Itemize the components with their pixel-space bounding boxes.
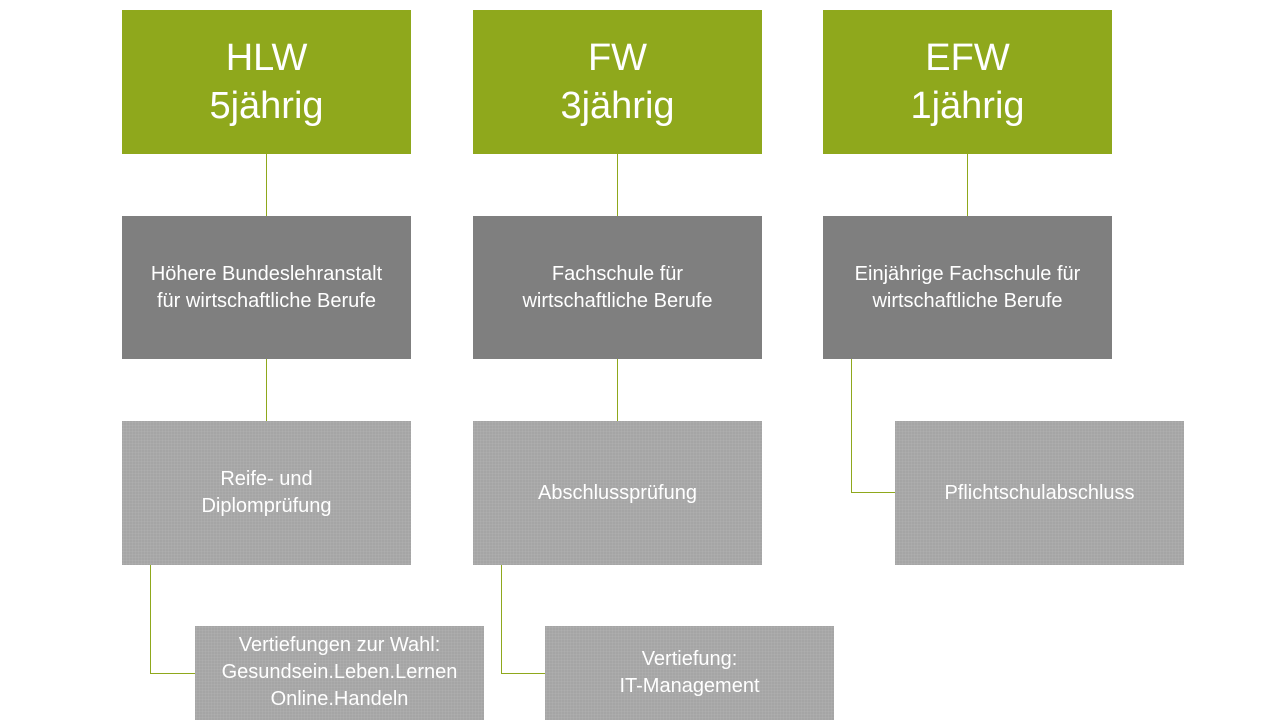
hlw-connector-4 — [150, 673, 195, 674]
hlw-duration: 5jährig — [209, 85, 324, 127]
fw-focus-line2: IT-Management — [619, 675, 760, 697]
hlw-focus-line2: Gesundsein.Leben.Lernen — [221, 661, 458, 683]
efw-title: EFW — [925, 37, 1010, 79]
efw-duration: 1jährig — [910, 85, 1025, 127]
fw-school-line2: wirtschaftliche Berufe — [522, 289, 713, 312]
efw-school-box: Einjährige Fachschule für wirtschaftlich… — [823, 216, 1112, 359]
efw-requirement-line1: Pflichtschulabschluss — [944, 481, 1135, 504]
hlw-school-line2: für wirtschaftliche Berufe — [157, 289, 376, 312]
fw-header-box: FW 3jährig — [473, 10, 762, 154]
fw-title: FW — [587, 37, 648, 79]
efw-connector-3 — [851, 492, 895, 493]
hlw-connector-1 — [266, 154, 267, 216]
hlw-connector-2 — [266, 359, 267, 421]
hlw-focus-line1: Vertiefungen zur Wahl: — [238, 634, 441, 656]
hlw-focus-box: Vertiefungen zur Wahl: Gesundsein.Leben.… — [195, 626, 484, 720]
efw-header-box: EFW 1jährig — [823, 10, 1112, 154]
hlw-exam-box: Reife- und Diplomprüfung — [122, 421, 411, 565]
efw-school-line2: wirtschaftliche Berufe — [872, 289, 1063, 312]
fw-school-box: Fachschule für wirtschaftliche Berufe — [473, 216, 762, 359]
fw-exam-box: Abschlussprüfung — [473, 421, 762, 565]
hlw-school-box: Höhere Bundeslehranstalt für wirtschaftl… — [122, 216, 411, 359]
fw-focus-box: Vertiefung: IT-Management — [545, 626, 834, 720]
efw-connector-2 — [851, 359, 852, 493]
fw-exam-line1: Abschlussprüfung — [538, 481, 697, 504]
hlw-header-box: HLW 5jährig — [122, 10, 411, 154]
fw-connector-1 — [617, 154, 618, 216]
efw-school-line1: Einjährige Fachschule für — [854, 262, 1081, 285]
hlw-exam-line2: Diplomprüfung — [201, 495, 332, 517]
hlw-school-line1: Höhere Bundeslehranstalt — [150, 262, 383, 285]
fw-connector-3 — [501, 565, 502, 674]
fw-school-line1: Fachschule für — [551, 262, 684, 285]
efw-requirement-box: Pflichtschulabschluss — [895, 421, 1184, 565]
fw-connector-2 — [617, 359, 618, 421]
fw-focus-line1: Vertiefung: — [641, 648, 738, 670]
fw-duration: 3jährig — [560, 85, 675, 127]
hlw-exam-line1: Reife- und — [220, 468, 313, 490]
hlw-connector-3 — [150, 565, 151, 674]
fw-connector-4 — [501, 673, 545, 674]
efw-connector-1 — [967, 154, 968, 216]
hlw-title: HLW — [225, 37, 308, 79]
hlw-focus-line3: Online.Handeln — [270, 688, 409, 710]
